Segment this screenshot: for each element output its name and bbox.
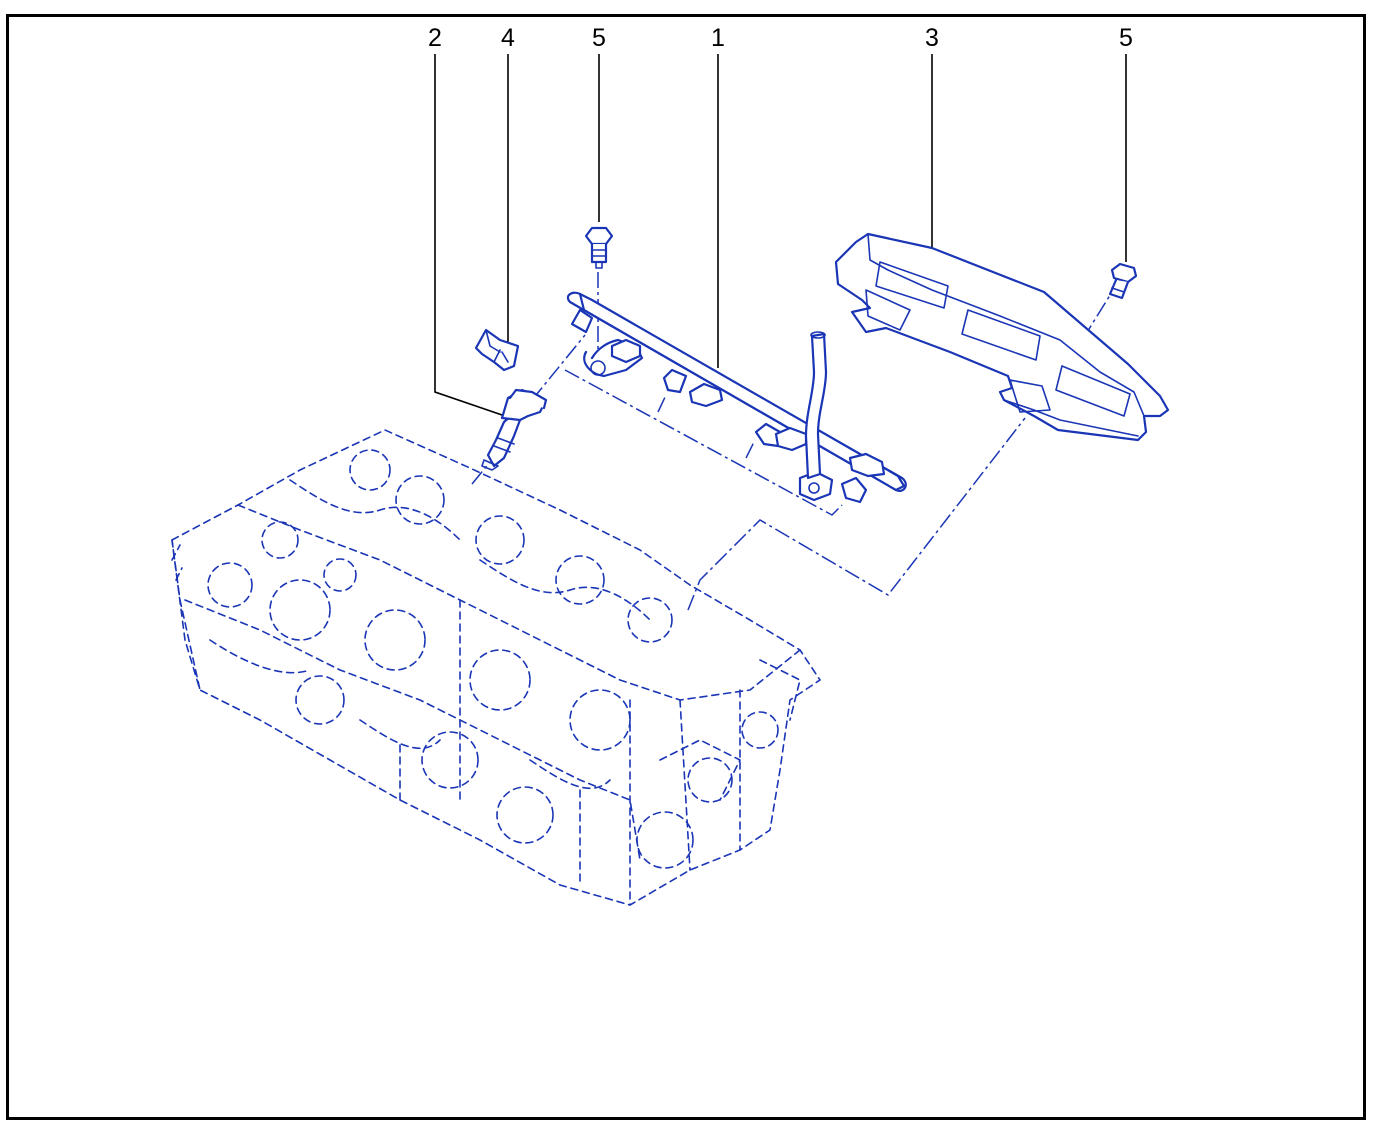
leader-lines — [434, 54, 1127, 417]
callout-3: 3 — [925, 24, 939, 52]
callout-5-left: 5 — [592, 24, 606, 52]
callout-5-right: 5 — [1119, 24, 1133, 52]
callout-2: 2 — [428, 24, 442, 52]
bolt-right — [1108, 262, 1138, 300]
callout-4: 4 — [501, 24, 515, 52]
cylinder-head-phantom — [171, 429, 821, 906]
bolt-left — [584, 226, 614, 269]
fuel-rail-cover — [834, 232, 1170, 442]
fuel-injector — [481, 388, 548, 471]
callout-1: 1 — [711, 24, 725, 52]
fuel-rail — [566, 291, 907, 504]
assembly-center-lines — [471, 272, 1113, 611]
leader-2 — [434, 54, 506, 417]
injector-retainer-clip — [474, 328, 520, 372]
diagram-frame — [6, 14, 1366, 1120]
callout-labels: 2 4 5 1 3 5 — [428, 24, 1133, 52]
